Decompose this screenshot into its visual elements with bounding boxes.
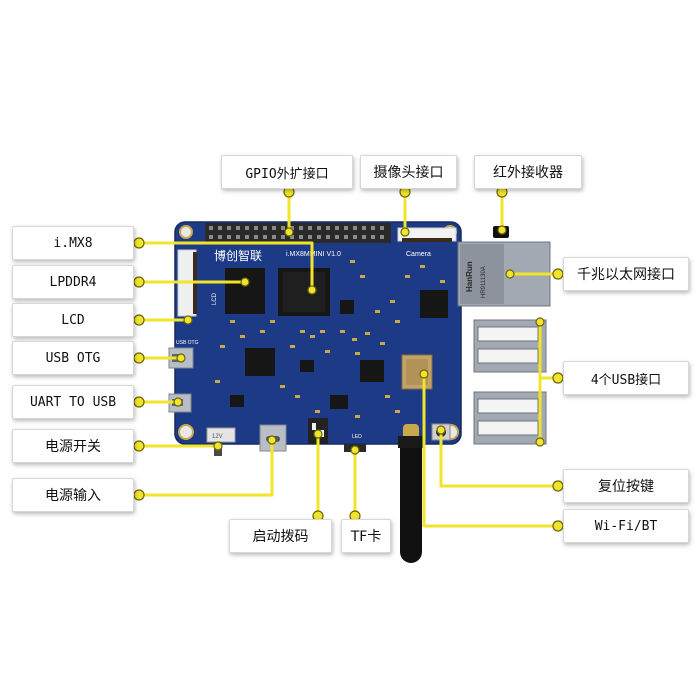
small-chip [340,300,354,314]
small-chip [300,360,314,372]
small-chip [230,395,244,407]
small-chip [330,395,348,409]
mounting-hole [179,225,193,239]
usb-otg-silk: USB OTG [176,340,199,346]
passive-components [215,260,445,418]
label-ethernet: 千兆以太网接口 [563,257,689,291]
wifi-antenna [398,424,424,563]
camera-connector-latch [402,238,452,242]
soc-imx8-lid [283,272,325,312]
label-power-input: 电源输入 [12,478,134,512]
label-usb-otg: USB OTG [12,341,134,375]
label-wifi: Wi-Fi/BT [563,509,689,543]
callout-lines [139,192,558,528]
usb-port [477,420,539,436]
label-lcd: LCD [12,303,134,337]
mounting-hole [178,424,194,440]
usb-bottom-silk: USB3&4 [482,380,506,386]
pmic-chip [245,348,275,376]
label-ir: 红外接收器 [474,155,582,189]
power-silk: 12V [212,434,223,440]
gpio-header [205,223,391,243]
emmc-chip [420,290,448,318]
rj45-part: HR911130A [481,266,487,298]
label-reset: 复位按键 [563,469,689,503]
callout-dots [133,186,564,532]
label-imx8: i.MX8 [12,226,134,260]
rj45-front [460,244,504,304]
label-camera: 摄像头接口 [360,155,457,189]
led-silk: LED [352,434,362,440]
label-boot-switch: 启动拨码 [229,519,332,553]
lpddr4-chip [225,268,265,314]
lcd-silk: LCD [212,292,218,305]
label-tf: TF卡 [341,519,391,553]
label-usb4: 4个USB接口 [563,361,689,395]
usb-port [477,348,539,364]
label-uart: UART TO USB [12,385,134,419]
camera-silk: Camera [406,251,431,258]
boot-dip-lever [312,423,316,430]
usb-hub-chip [360,360,384,382]
label-gpio: GPIO外扩接口 [221,155,353,189]
label-power-switch: 电源开关 [12,429,134,463]
rj45-brand: HanRun [465,261,474,292]
usb-top-silk: USB1&2 [482,314,506,320]
board-logo: 博创智联 [214,248,262,263]
usb-port [477,326,539,342]
label-lpddr4: LPDDR4 [12,265,134,299]
usb-port [477,398,539,414]
